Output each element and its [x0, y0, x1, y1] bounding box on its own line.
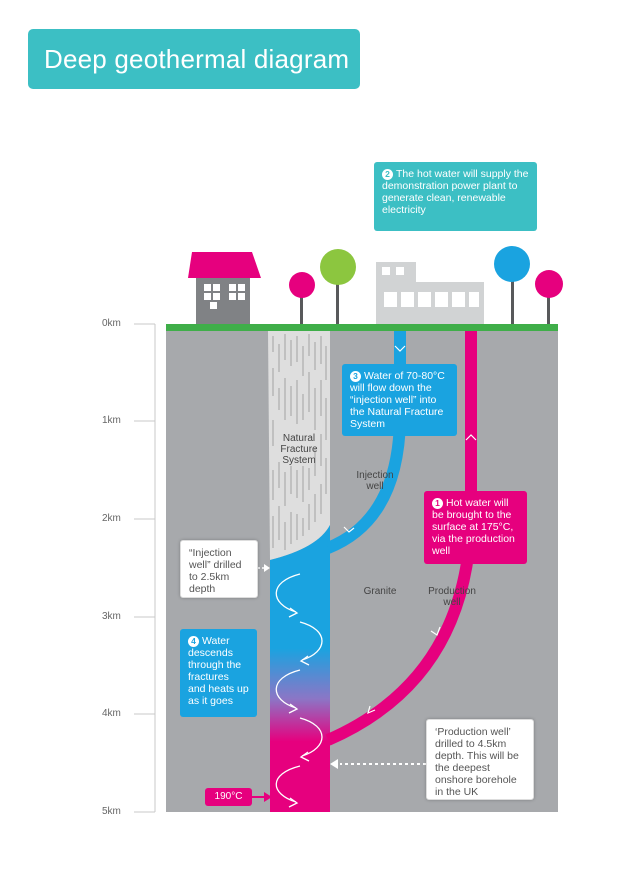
injection-depth-callout: “Injection well” drilled to 2.5km depth [180, 540, 258, 598]
flow-arrows [275, 573, 323, 808]
house-icon [188, 252, 261, 324]
depth-label: 0km [102, 318, 121, 329]
natural-fracture-column [268, 331, 330, 560]
natural-fracture-label: Natural Fracture System [280, 433, 318, 466]
injection-well-label: Injection well [356, 470, 394, 492]
power-plant-icon [376, 262, 484, 324]
injection-depth-pointer [258, 564, 270, 572]
temperature-badge: 190°C [205, 788, 252, 806]
production-depth-pointer [330, 759, 426, 769]
step-number: 3 [350, 371, 361, 382]
production-depth-callout: ‘Production well’ drilled to 4.5km depth… [426, 719, 534, 800]
step-number: 4 [188, 636, 199, 647]
depth-label: 2km [102, 513, 121, 524]
callout-text: Water of 70-80°C will flow down the “inj… [350, 370, 445, 430]
callout-text: “Injection well” drilled to 2.5km depth [189, 547, 242, 595]
tree-icon [494, 246, 530, 324]
tree-icon [289, 272, 315, 324]
step-number: 1 [432, 498, 443, 509]
tree-icon [320, 249, 356, 324]
depth-label: 4km [102, 708, 121, 719]
temperature-pointer [252, 792, 272, 802]
granite-label: Granite [363, 586, 397, 597]
depth-label: 1km [102, 415, 121, 426]
depth-axis [134, 323, 156, 813]
callout-text: Water descends through the fractures and… [188, 635, 249, 707]
callout-text: Hot water will be brought to the surface… [432, 497, 515, 557]
heating-zone [270, 560, 330, 812]
depth-label: 3km [102, 611, 121, 622]
grass-strip [166, 324, 558, 331]
production-well-label: Production well [428, 586, 476, 608]
tree-icon [535, 270, 563, 324]
callout-text: ‘Production well’ drilled to 4.5km depth… [435, 726, 519, 798]
page-title: Deep geothermal diagram [28, 29, 360, 89]
callout-text: The hot water will supply the demonstrat… [382, 168, 529, 216]
depth-label: 5km [102, 806, 121, 817]
step-number: 2 [382, 169, 393, 180]
